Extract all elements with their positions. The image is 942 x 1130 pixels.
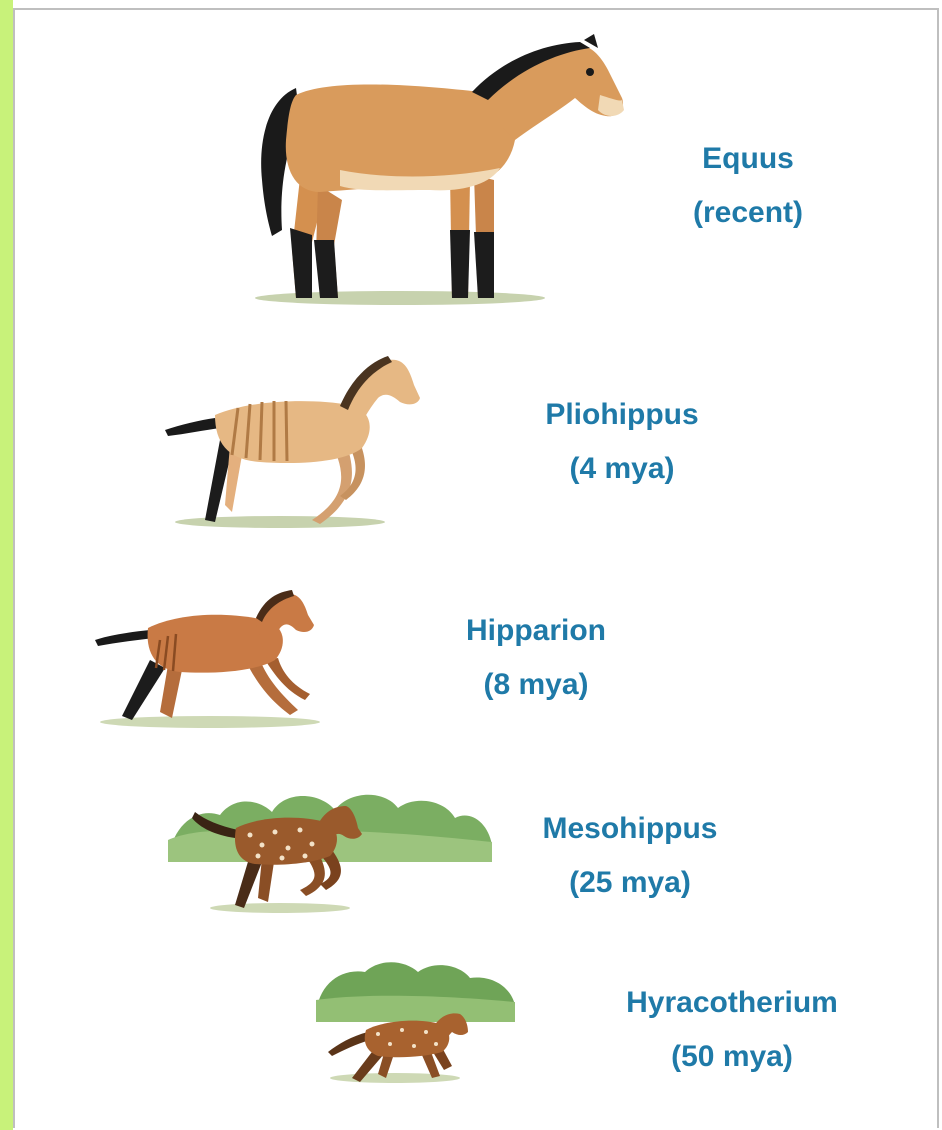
stage-label-pliohippus: Pliohippus (4 mya) (462, 388, 782, 496)
stage-label-equus: Equus (recent) (588, 132, 908, 240)
stage-age: (4 mya) (462, 442, 782, 496)
stage-age: (25 mya) (470, 856, 790, 910)
stage-label-mesohippus: Mesohippus (25 mya) (470, 802, 790, 910)
pliohippus-illustration (165, 356, 420, 528)
stage-name: Mesohippus (470, 802, 790, 856)
hipparion-illustration (95, 590, 320, 728)
stage-name: Equus (588, 132, 908, 186)
stage-name: Pliohippus (462, 388, 782, 442)
stage-age: (recent) (588, 186, 908, 240)
stage-label-hipparion: Hipparion (8 mya) (376, 604, 696, 712)
stage-name: Hyracotherium (572, 976, 892, 1030)
mesohippus-illustration (168, 795, 492, 913)
stage-age: (50 mya) (572, 1030, 892, 1084)
stage-name: Hipparion (376, 604, 696, 658)
hyracotherium-illustration (316, 962, 515, 1083)
stage-label-hyracotherium: Hyracotherium (50 mya) (572, 976, 892, 1084)
equus-horse-illustration (255, 34, 624, 305)
stage-age: (8 mya) (376, 658, 696, 712)
